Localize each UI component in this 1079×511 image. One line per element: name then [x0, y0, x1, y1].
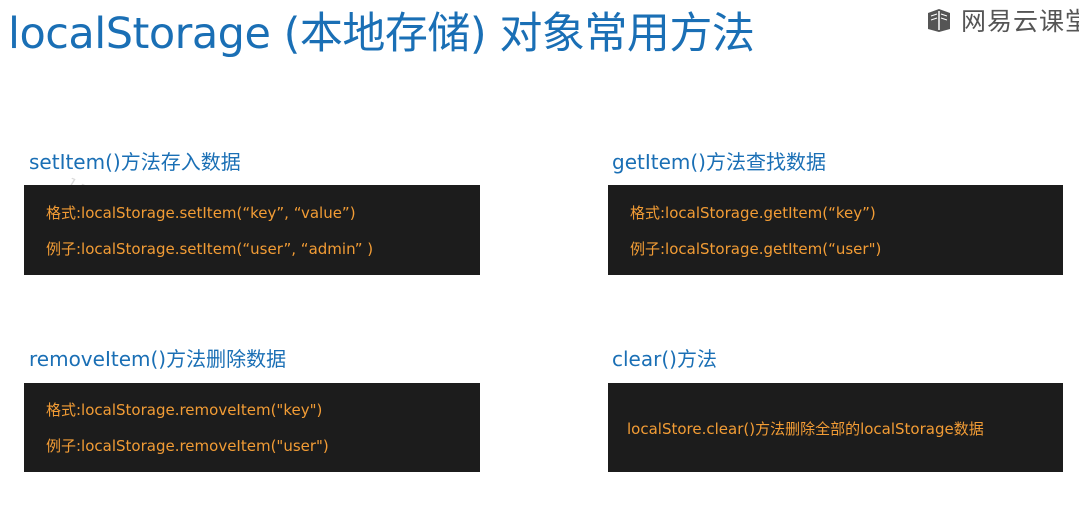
- code-line-format: 格式:localStorage.getItem(“key”): [630, 204, 876, 222]
- code-box-getitem: 格式:localStorage.getItem(“key”) 例子:localS…: [608, 185, 1063, 275]
- section-title-removeitem: removeItem()方法删除数据: [29, 347, 287, 371]
- slide-title: localStorage (本地存储) 对象常用方法: [8, 9, 755, 59]
- brand-logo: 网易云课堂: [925, 0, 1079, 40]
- code-box-removeitem: 格式:localStorage.removeItem("key") 例子:loc…: [24, 383, 480, 472]
- book-icon: [925, 6, 953, 34]
- code-line-format: 格式:localStorage.setItem(“key”, “value”): [46, 204, 356, 222]
- code-line-example: 例子:localStorage.getItem(“user"): [630, 240, 882, 258]
- section-title-clear: clear()方法: [612, 347, 717, 371]
- section-title-setitem: setItem()方法存入数据: [29, 150, 241, 174]
- code-line-description: localStore.clear()方法删除全部的localStorage数据: [627, 420, 984, 438]
- brand-text: 网易云课堂: [961, 7, 1079, 36]
- code-line-format: 格式:localStorage.removeItem("key"): [46, 401, 323, 419]
- code-box-setitem: 格式:localStorage.setItem(“key”, “value”) …: [24, 185, 480, 275]
- section-title-getitem: getItem()方法查找数据: [612, 150, 826, 174]
- code-line-example: 例子:localStorage.removeItem("user"): [46, 437, 329, 455]
- code-box-clear: localStore.clear()方法删除全部的localStorage数据: [608, 383, 1063, 472]
- code-line-example: 例子:localStorage.setItem(“user”, “admin” …: [46, 240, 374, 258]
